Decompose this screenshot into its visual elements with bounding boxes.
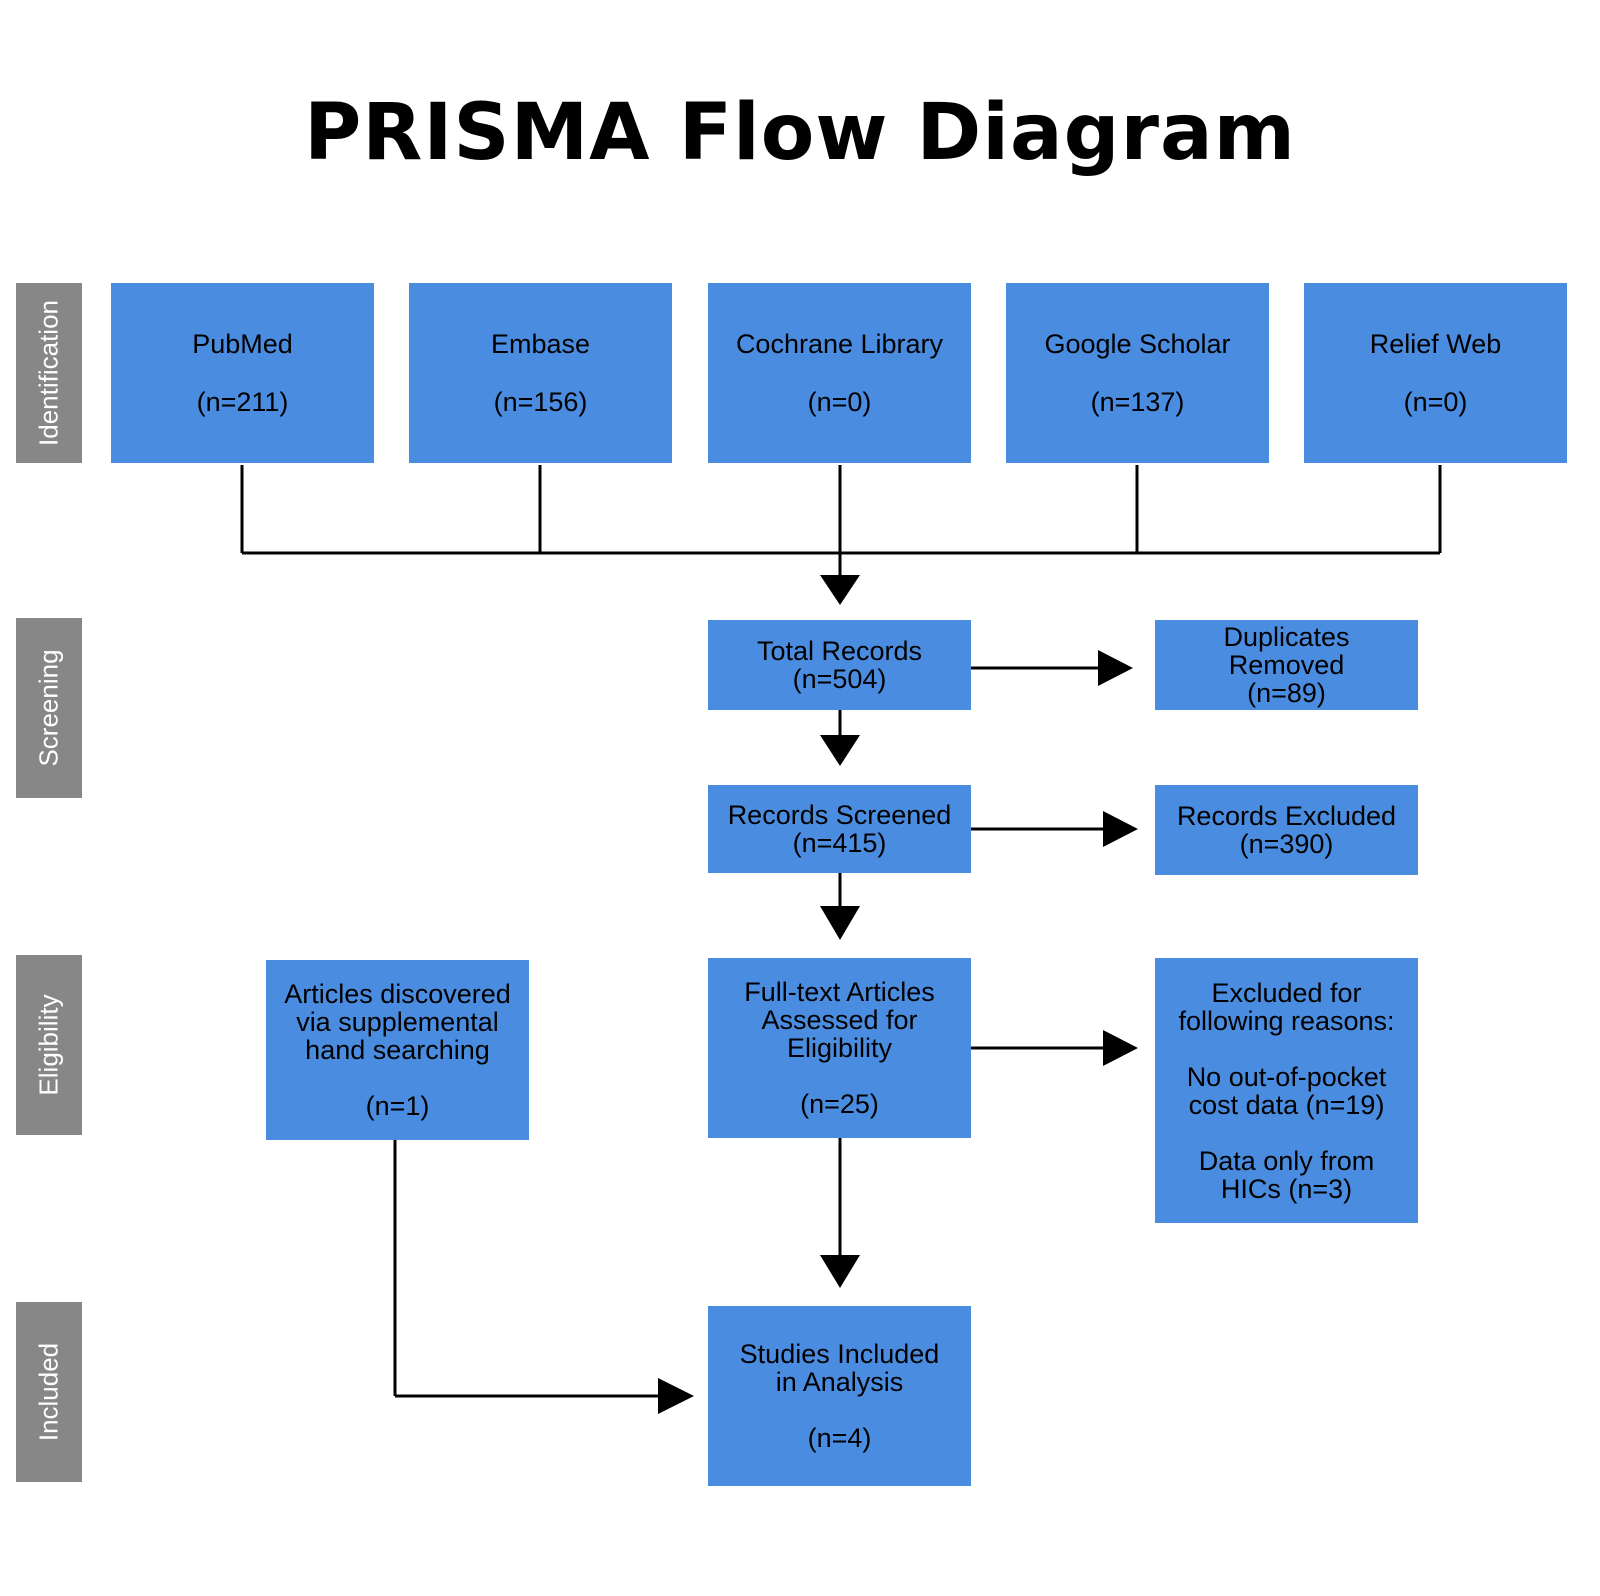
records-screened-count: (n=415) xyxy=(792,828,887,858)
supplemental-label-2: via supplemental xyxy=(296,1007,499,1037)
source-embase-name: Embase xyxy=(490,329,591,359)
arrowhead-to-total xyxy=(820,575,860,605)
total-records-box: Total Records (n=504) xyxy=(708,620,971,710)
reason-2-line-2: HICs (n=3) xyxy=(1220,1173,1353,1204)
included-count: (n=4) xyxy=(807,1423,872,1453)
source-scholar-count: (n=137) xyxy=(1090,387,1185,417)
total-records-label: Total Records xyxy=(756,636,923,666)
duplicates-label-2: Removed xyxy=(1228,650,1345,680)
page-title: PRISMA Flow Diagram xyxy=(304,88,1296,178)
records-excluded-box: Records Excluded (n=390) xyxy=(1155,785,1418,875)
source-cochrane-count: (n=0) xyxy=(807,387,872,417)
duplicates-label-1: Duplicates xyxy=(1223,622,1350,652)
arrowhead-supplemental-to-included xyxy=(658,1378,694,1414)
excluded-reasons-heading-2: following reasons: xyxy=(1178,1005,1395,1036)
arrowhead-to-duplicates xyxy=(1098,650,1133,686)
records-screened-box: Records Screened (n=415) xyxy=(708,785,971,873)
supplemental-label-1: Articles discovered xyxy=(284,979,511,1009)
records-excluded-count: (n=390) xyxy=(1239,829,1334,859)
reason-1-line-1: No out-of-pocket xyxy=(1186,1061,1387,1092)
stage-screening: Screening xyxy=(16,618,82,798)
source-reliefweb-name: Relief Web xyxy=(1369,329,1502,359)
source-relief-web: Relief Web (n=0) xyxy=(1304,283,1567,463)
source-google-scholar: Google Scholar (n=137) xyxy=(1006,283,1269,463)
source-pubmed-count: (n=211) xyxy=(196,387,289,417)
arrowhead-to-fulltext xyxy=(820,906,860,940)
arrowhead-to-screened xyxy=(820,735,860,766)
fulltext-label-1: Full-text Articles xyxy=(744,977,935,1007)
included-label-2: in Analysis xyxy=(775,1367,904,1397)
arrowhead-to-included xyxy=(820,1255,860,1288)
supplemental-count: (n=1) xyxy=(365,1091,430,1121)
duplicates-count: (n=89) xyxy=(1247,678,1326,708)
source-scholar-name: Google Scholar xyxy=(1044,329,1231,359)
supplemental-label-3: hand searching xyxy=(305,1035,490,1065)
source-embase-count: (n=156) xyxy=(493,387,588,417)
source-pubmed-name: PubMed xyxy=(192,329,293,359)
stage-identification: Identification xyxy=(16,283,82,463)
reason-1-line-2: cost data (n=19) xyxy=(1188,1089,1385,1120)
stage-included: Included xyxy=(16,1302,82,1482)
arrowhead-to-excluded xyxy=(1103,811,1138,847)
duplicates-removed-box: Duplicates Removed (n=89) xyxy=(1155,620,1418,710)
excluded-reasons-box: Excluded for following reasons: No out-o… xyxy=(1155,958,1418,1223)
source-cochrane-name: Cochrane Library xyxy=(735,329,944,359)
source-cochrane: Cochrane Library (n=0) xyxy=(708,283,971,463)
records-screened-label: Records Screened xyxy=(727,800,952,830)
excluded-reasons-heading-1: Excluded for xyxy=(1211,977,1362,1008)
reason-2-line-1: Data only from xyxy=(1198,1145,1375,1176)
fulltext-label-2: Assessed for xyxy=(761,1005,918,1035)
total-records-count: (n=504) xyxy=(792,664,887,694)
records-excluded-label: Records Excluded xyxy=(1176,801,1397,831)
studies-included-box: Studies Included in Analysis (n=4) xyxy=(708,1306,971,1486)
arrowhead-to-reasons xyxy=(1103,1030,1138,1066)
source-embase: Embase (n=156) xyxy=(409,283,672,463)
fulltext-label-3: Eligibility xyxy=(786,1033,893,1063)
stage-eligibility: Eligibility xyxy=(16,955,82,1135)
included-label-1: Studies Included xyxy=(739,1339,940,1369)
fulltext-count: (n=25) xyxy=(800,1089,879,1119)
supplemental-articles-box: Articles discovered via supplemental han… xyxy=(266,960,529,1140)
source-pubmed: PubMed (n=211) xyxy=(111,283,374,463)
source-reliefweb-count: (n=0) xyxy=(1403,387,1468,417)
fulltext-assessed-box: Full-text Articles Assessed for Eligibil… xyxy=(708,958,971,1138)
